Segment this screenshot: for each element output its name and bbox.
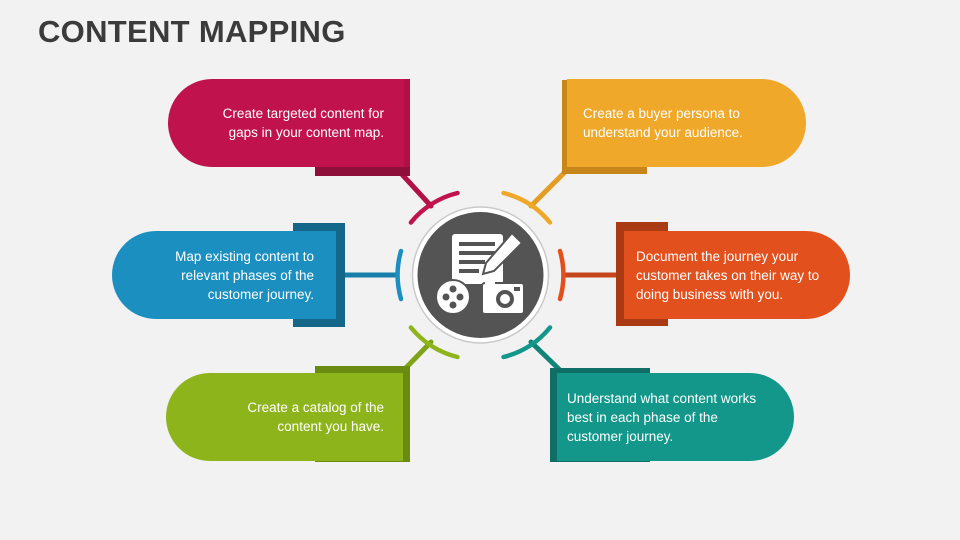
text-document-journey: Document the journey your customer takes… <box>636 248 820 302</box>
box-document-journey <box>616 222 850 326</box>
text-what-works: Understand what content works best in ea… <box>567 390 757 444</box>
box-targeted-content <box>168 79 410 176</box>
box-buyer-persona <box>562 79 806 174</box>
arc-green <box>408 325 460 360</box>
arc-orange <box>557 248 566 302</box>
text-catalog: Create a catalog of the content you have… <box>247 400 384 434</box>
arc-amber <box>501 190 553 225</box>
text-targeted-content: Create targeted content for gaps in your… <box>222 106 384 140</box>
arc-teal <box>501 325 553 360</box>
connector-buyer-persona <box>528 167 570 209</box>
text-map-existing: Map existing content to relevant phases … <box>175 248 314 302</box>
arc-blue <box>395 248 404 302</box>
arc-crimson <box>408 190 460 225</box>
content-document-media-icon <box>435 231 525 315</box>
text-buyer-persona: Create a buyer persona to understand you… <box>583 106 743 140</box>
box-catalog <box>166 366 410 462</box>
page-title: CONTENT MAPPING <box>38 14 346 49</box>
box-what-works <box>550 368 794 462</box>
box-map-existing <box>112 223 345 327</box>
